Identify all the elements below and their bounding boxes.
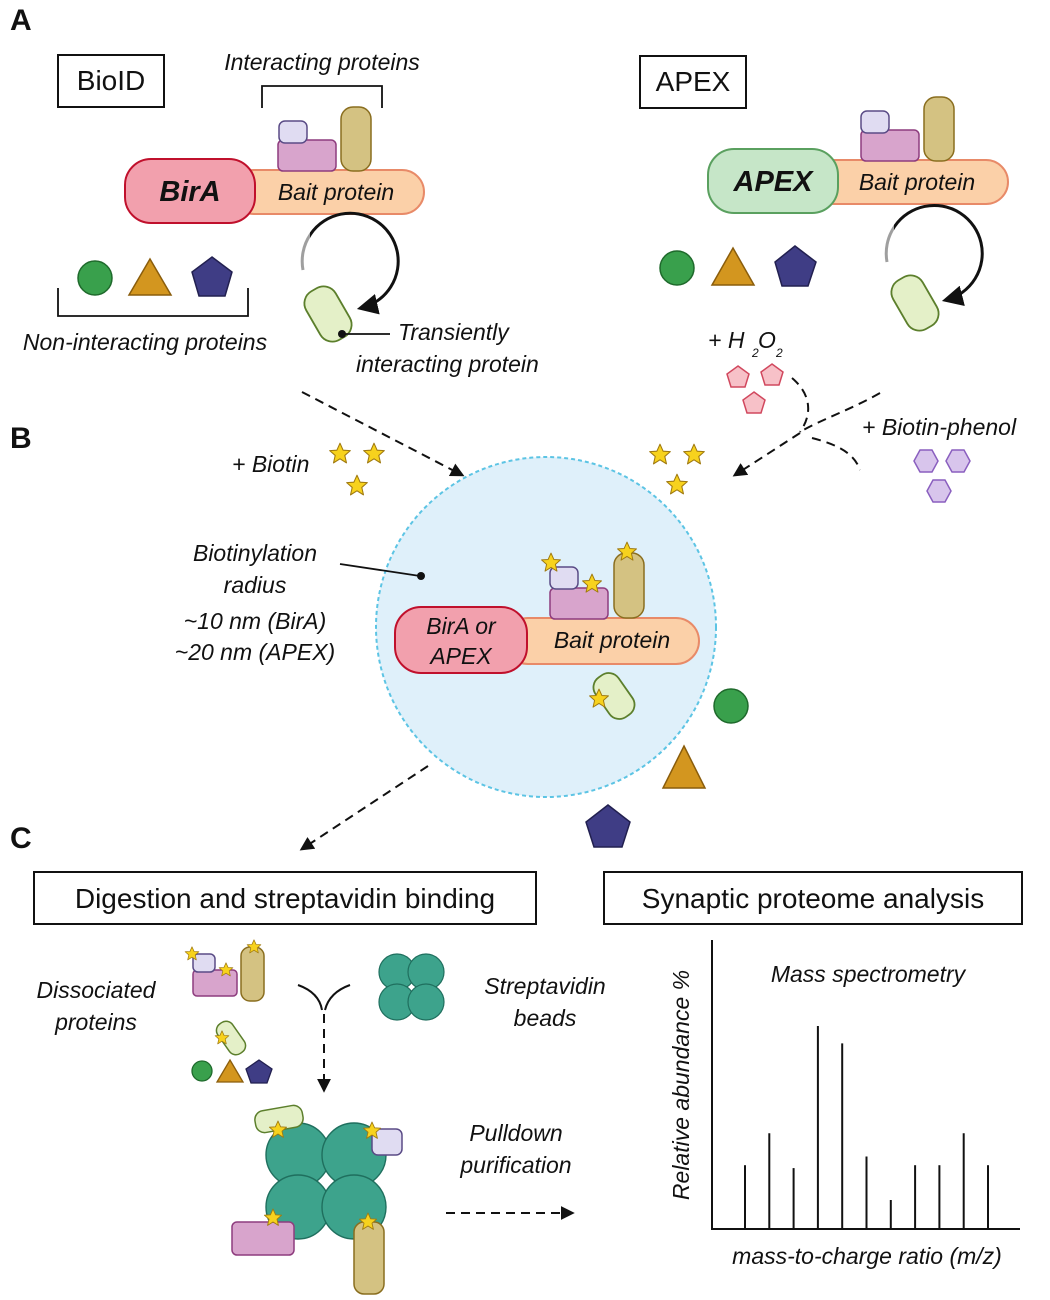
svg-text:~20 nm (APEX): ~20 nm (APEX) — [175, 639, 335, 665]
merge-lines — [297, 984, 351, 1011]
h2o2-pentagon — [742, 391, 766, 414]
interacting-proteins-label: Interacting proteins — [224, 49, 420, 75]
biotin-phenol-hexagon — [913, 449, 939, 473]
synaptic-title: Synaptic proteome analysis — [642, 883, 984, 914]
dissociated-label-line2: proteins — [54, 1009, 137, 1035]
navy-pentagon-protein-apex — [774, 245, 817, 287]
orange-triangle-protein-apex — [710, 246, 756, 286]
dissociated-proteins — [191, 946, 273, 1084]
h2o2-molecules — [726, 363, 784, 414]
svg-text:radius: radius — [224, 572, 287, 598]
pulldown-label-line1: Pulldown — [469, 1120, 562, 1146]
interacting-protein-pink — [277, 139, 337, 172]
center-protein-tan — [613, 552, 645, 619]
panel-letter-a: A — [10, 4, 32, 37]
digestion-title: Digestion and streptavidin binding — [75, 883, 495, 914]
orange-triangle-protein-outside — [661, 744, 707, 789]
apex-interacting-protein-tan — [923, 96, 955, 162]
bound-pink-protein — [231, 1221, 295, 1256]
bound-tan-protein — [353, 1221, 385, 1295]
svg-text:Biotinylation: Biotinylation — [193, 540, 317, 566]
biotin-phenol-hexagon — [926, 479, 952, 503]
interacting-proteins-bracket — [261, 85, 383, 108]
h2o2-label: + H 2 O 2 — [708, 327, 783, 360]
bait-label-center: Bait protein — [554, 627, 670, 653]
beads-label-line1: Streptavidin — [484, 973, 605, 999]
h2o2-pentagon — [726, 365, 750, 388]
transient-protein-bioid — [303, 285, 353, 343]
non-interacting-bracket — [57, 288, 249, 317]
enzyme-label-line1: BirA or — [426, 613, 497, 639]
interacting-protein-lavender — [278, 120, 308, 144]
biotin-phenol-molecules — [913, 449, 971, 503]
apex-domain — [707, 148, 839, 214]
beads-label-line2: beads — [514, 1005, 577, 1031]
bira-label: BirA — [159, 176, 220, 208]
svg-text:~10 nm (BirA): ~10 nm (BirA) — [184, 608, 327, 634]
h2o2-dashed-curve — [791, 377, 810, 433]
radius-pointer-line — [339, 563, 421, 577]
digestion-title-box: Digestion and streptavidin binding — [33, 871, 537, 925]
apex-label: APEX — [656, 66, 731, 97]
biotin-label: + Biotin — [232, 451, 309, 477]
non-interacting-label: Non-interacting proteins — [23, 329, 268, 355]
panel-letter-c: C — [10, 822, 32, 855]
enzyme-domain-center — [394, 606, 528, 674]
dissociated-label-line1: Dissociated — [37, 977, 157, 1003]
green-circle-protein-bioid — [77, 260, 113, 296]
green-circle-protein-outside — [713, 688, 749, 724]
radius-pointer-dot — [417, 572, 425, 580]
enzyme-label-line2: APEX — [428, 643, 493, 669]
navy-pentagon-protein-outside — [585, 804, 631, 848]
transient-protein-apex — [890, 274, 940, 332]
svg-text:O: O — [758, 327, 776, 353]
streptavidin-beads-small — [378, 953, 445, 1021]
chart-xlabel: mass-to-charge ratio (m/z) — [732, 1243, 1002, 1269]
bioid-label: BioID — [77, 65, 145, 96]
transient-label-line1: Transiently — [398, 319, 510, 345]
mass-spec-chart: Mass spectrometry Relative abundance % m… — [668, 940, 1020, 1269]
radius-to-digestion-arrow — [299, 765, 429, 851]
bira-domain — [124, 158, 256, 224]
biotin-phenol-dashed-curve — [799, 392, 881, 433]
svg-text:2: 2 — [775, 346, 783, 360]
svg-text:+ H: + H — [708, 327, 745, 353]
apex-label-box: APEX — [639, 55, 747, 109]
apex-to-radius-arrow — [732, 432, 801, 477]
bait-label-bioid: Bait protein — [278, 179, 394, 205]
bioid-to-radius-arrow — [301, 391, 465, 477]
biotin-phenol-hexagon — [945, 449, 971, 473]
pulldown-label-line2: purification — [459, 1152, 571, 1178]
h2o2-pentagon — [760, 363, 784, 386]
biotin-phenol-label: + Biotin-phenol — [862, 414, 1017, 440]
chart-ylabel: Relative abundance % — [668, 970, 694, 1200]
navy-pentagon-protein-bioid — [191, 256, 233, 297]
interacting-protein-tan — [340, 106, 372, 172]
mass-spec-peaks — [744, 1026, 989, 1229]
bound-lavender-protein — [371, 1128, 403, 1156]
apex-domain-label: APEX — [733, 166, 815, 198]
radius-label: Biotinylation radius ~10 nm (BirA) ~20 n… — [175, 540, 335, 665]
center-protein-pink — [549, 587, 609, 620]
apex-interacting-protein-lavender — [860, 110, 890, 134]
biotin-stars-apex — [649, 443, 705, 495]
transient-label-line2: interacting protein — [356, 351, 539, 377]
synaptic-title-box: Synaptic proteome analysis — [603, 871, 1023, 925]
svg-text:2: 2 — [751, 346, 759, 360]
apex-interacting-protein-pink — [860, 129, 920, 162]
bait-label-apex: Bait protein — [859, 169, 975, 195]
bioid-label-box: BioID — [57, 54, 165, 108]
biotin-phenol-branch-curve — [811, 437, 861, 471]
center-protein-lavender — [549, 566, 579, 590]
biotin-stars-bioid — [329, 442, 385, 496]
chart-title: Mass spectrometry — [771, 961, 967, 987]
panel-letter-b: B — [10, 422, 32, 455]
green-circle-protein-apex — [659, 250, 695, 286]
orange-triangle-protein-bioid — [127, 257, 173, 296]
